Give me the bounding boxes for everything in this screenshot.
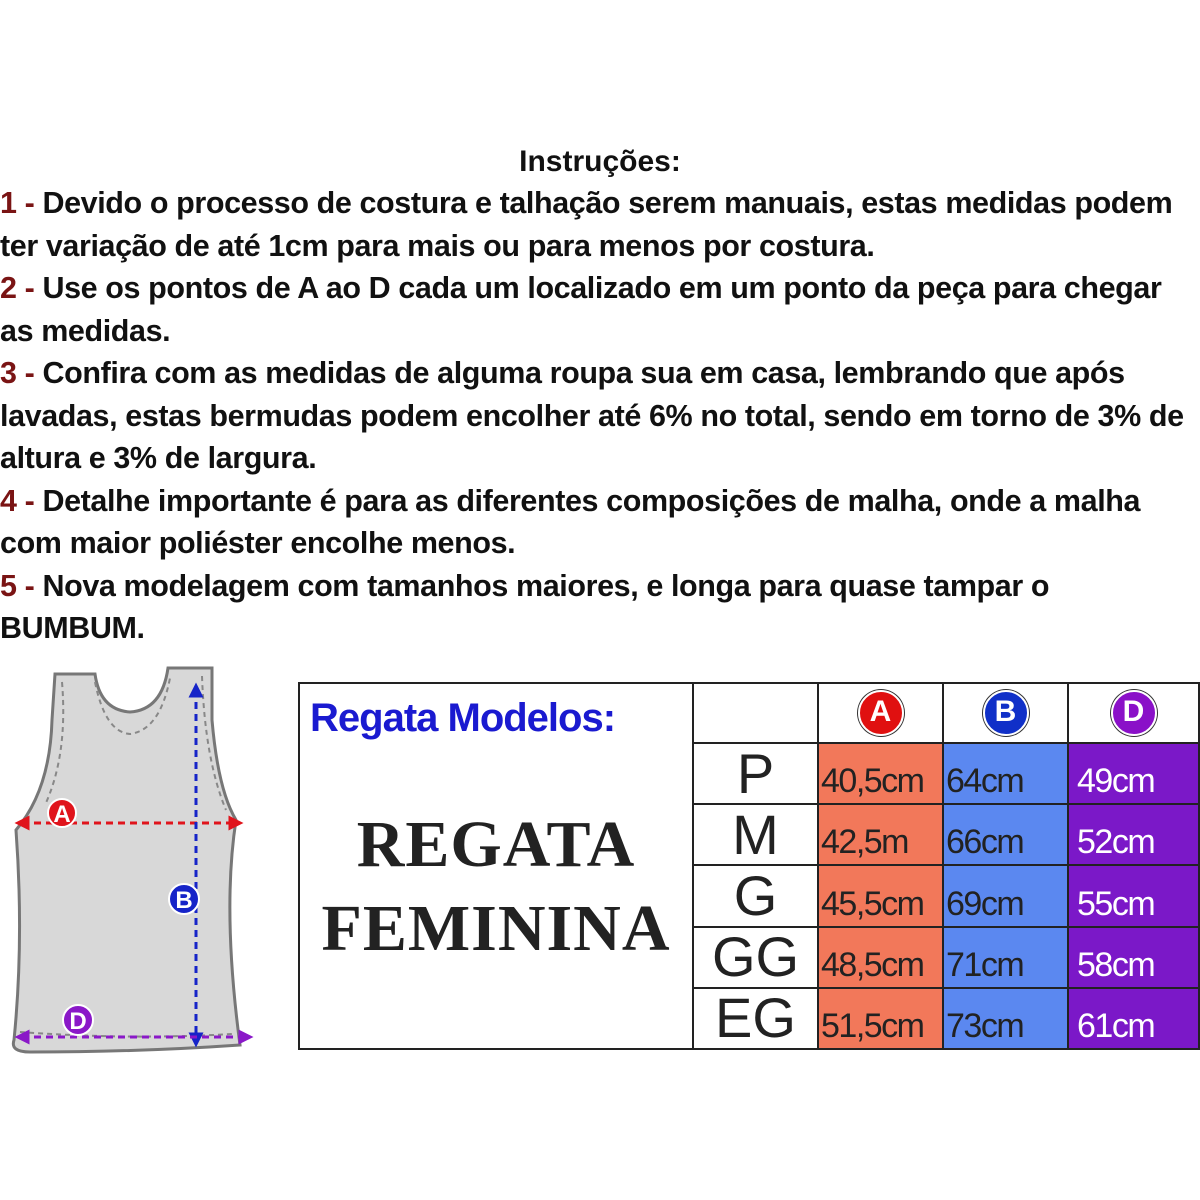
size-label: G — [692, 864, 819, 928]
value-b: 69cm — [942, 864, 1069, 928]
table-row: G 45,5cm 69cm 55cm — [299, 864, 1200, 928]
instruction-item: 5 - Nova modelagem com tamanhos maiores,… — [0, 565, 1200, 650]
column-header-b: B — [942, 682, 1069, 744]
size-label: P — [692, 741, 819, 806]
instructions-block: Instruções: 1 - Devido o processo de cos… — [0, 142, 1200, 650]
garment-body — [11, 666, 242, 1054]
instructions-title: Instruções: — [519, 145, 681, 178]
tank-top-illustration: A B D — [11, 666, 254, 1054]
instruction-text: Nova modelagem com tamanhos maiores, e l… — [0, 568, 1050, 646]
point-d-label: D — [69, 1008, 86, 1035]
instruction-number: 5 - — [0, 568, 35, 603]
instruction-number: 1 - — [0, 186, 35, 220]
value-a: 42,5m — [817, 803, 944, 867]
instruction-item: 1 - Devido o processo de costura e talha… — [0, 182, 1200, 267]
tank-top-diagram: A B D — [0, 660, 260, 1060]
size-chart: Regata Modelos: REGATA FEMININA A B D P … — [298, 682, 1200, 1051]
table-row: M 42,5m 66cm 52cm — [299, 803, 1200, 867]
size-label: GG — [692, 925, 819, 989]
size-label: M — [692, 803, 819, 867]
instruction-number: 2 - — [0, 271, 35, 305]
point-d-marker — [62, 1004, 94, 1036]
value-b: 73cm — [942, 986, 1069, 1051]
model-title-line2: FEMININA — [321, 892, 671, 965]
size-label: EG — [692, 986, 819, 1051]
model-cell: Regata Modelos: REGATA FEMININA — [298, 682, 694, 1050]
instruction-text: Devido o processo de costura e talhação … — [0, 186, 1173, 263]
instruction-item: 3 - Confira com as medidas de alguma rou… — [0, 352, 1200, 480]
column-header-d: D — [1067, 682, 1200, 744]
model-title-line1: REGATA — [356, 808, 636, 881]
value-d: 52cm — [1067, 803, 1200, 867]
value-a: 40,5cm — [817, 741, 944, 806]
value-a: 51,5cm — [817, 986, 944, 1051]
instruction-item: 4 - Detalhe importante é para as diferen… — [0, 480, 1200, 565]
column-header-a: A — [817, 682, 944, 744]
instruction-number: 3 - — [0, 356, 35, 390]
value-b: 66cm — [942, 803, 1069, 867]
value-b: 64cm — [942, 741, 1069, 806]
table-row: P 40,5cm 64cm 49cm — [299, 741, 1200, 806]
neckline-stitching — [94, 677, 171, 736]
value-d: 55cm — [1067, 864, 1200, 928]
model-title: REGATA FEMININA — [300, 803, 692, 971]
model-heading: Regata Modelos: — [310, 696, 616, 740]
point-a-marker — [47, 798, 77, 828]
instruction-item: 2 - Use os pontos de A ao D cada um loca… — [0, 267, 1200, 352]
size-table: Regata Modelos: REGATA FEMININA A B D P … — [298, 682, 1200, 1051]
instruction-number: 4 - — [0, 483, 35, 518]
value-a: 45,5cm — [817, 864, 944, 928]
table-row: EG 51,5cm 73cm 61cm — [299, 986, 1200, 1051]
value-a: 48,5cm — [817, 925, 944, 989]
value-b: 71cm — [942, 925, 1069, 989]
instruction-text: Confira com as medidas de alguma roupa s… — [0, 356, 1184, 475]
badge-b: B — [982, 690, 1029, 736]
badge-d: D — [1110, 690, 1157, 736]
point-b-label: B — [175, 887, 192, 914]
size-column-header — [692, 682, 819, 744]
instruction-text: Detalhe importante é para as diferentes … — [0, 483, 1141, 561]
badge-a: A — [857, 690, 904, 736]
point-b-marker — [168, 883, 200, 915]
instruction-text: Use os pontos de A ao D cada um localiza… — [0, 271, 1162, 348]
value-d: 58cm — [1067, 925, 1200, 989]
value-d: 61cm — [1067, 986, 1200, 1051]
table-header-row: Regata Modelos: REGATA FEMININA A B D — [298, 682, 1200, 1050]
point-a-label: A — [53, 801, 70, 828]
value-d: 49cm — [1067, 741, 1200, 806]
table-row: GG 48,5cm 71cm 58cm — [299, 925, 1200, 989]
